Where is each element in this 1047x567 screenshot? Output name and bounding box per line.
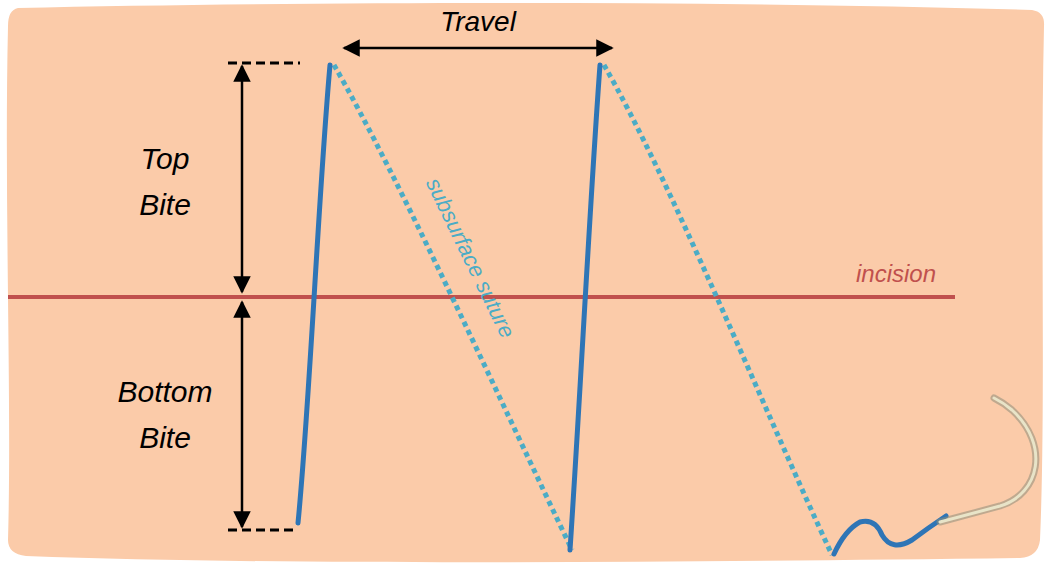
skin-patch	[7, 3, 1044, 562]
dimension-label: Top Bite	[111, 136, 219, 228]
dimension-arrow	[241, 302, 244, 527]
suture-thread	[834, 516, 946, 554]
dimension-arrow	[344, 47, 612, 50]
needle-symbol	[940, 398, 1036, 522]
dimension-label: Bottom Bite	[111, 369, 219, 461]
surface-stitch	[570, 65, 600, 550]
dimension-tick	[228, 529, 298, 532]
subsurface-suture-line	[604, 65, 832, 555]
needle-symbol	[940, 398, 1036, 522]
dimension-arrow	[241, 66, 244, 292]
surface-stitch	[298, 65, 330, 523]
dimension-label: Travel	[398, 5, 558, 39]
incision-label: incision	[821, 260, 971, 288]
subsurface-suture-line	[334, 65, 572, 550]
dimension-tick	[228, 62, 300, 65]
